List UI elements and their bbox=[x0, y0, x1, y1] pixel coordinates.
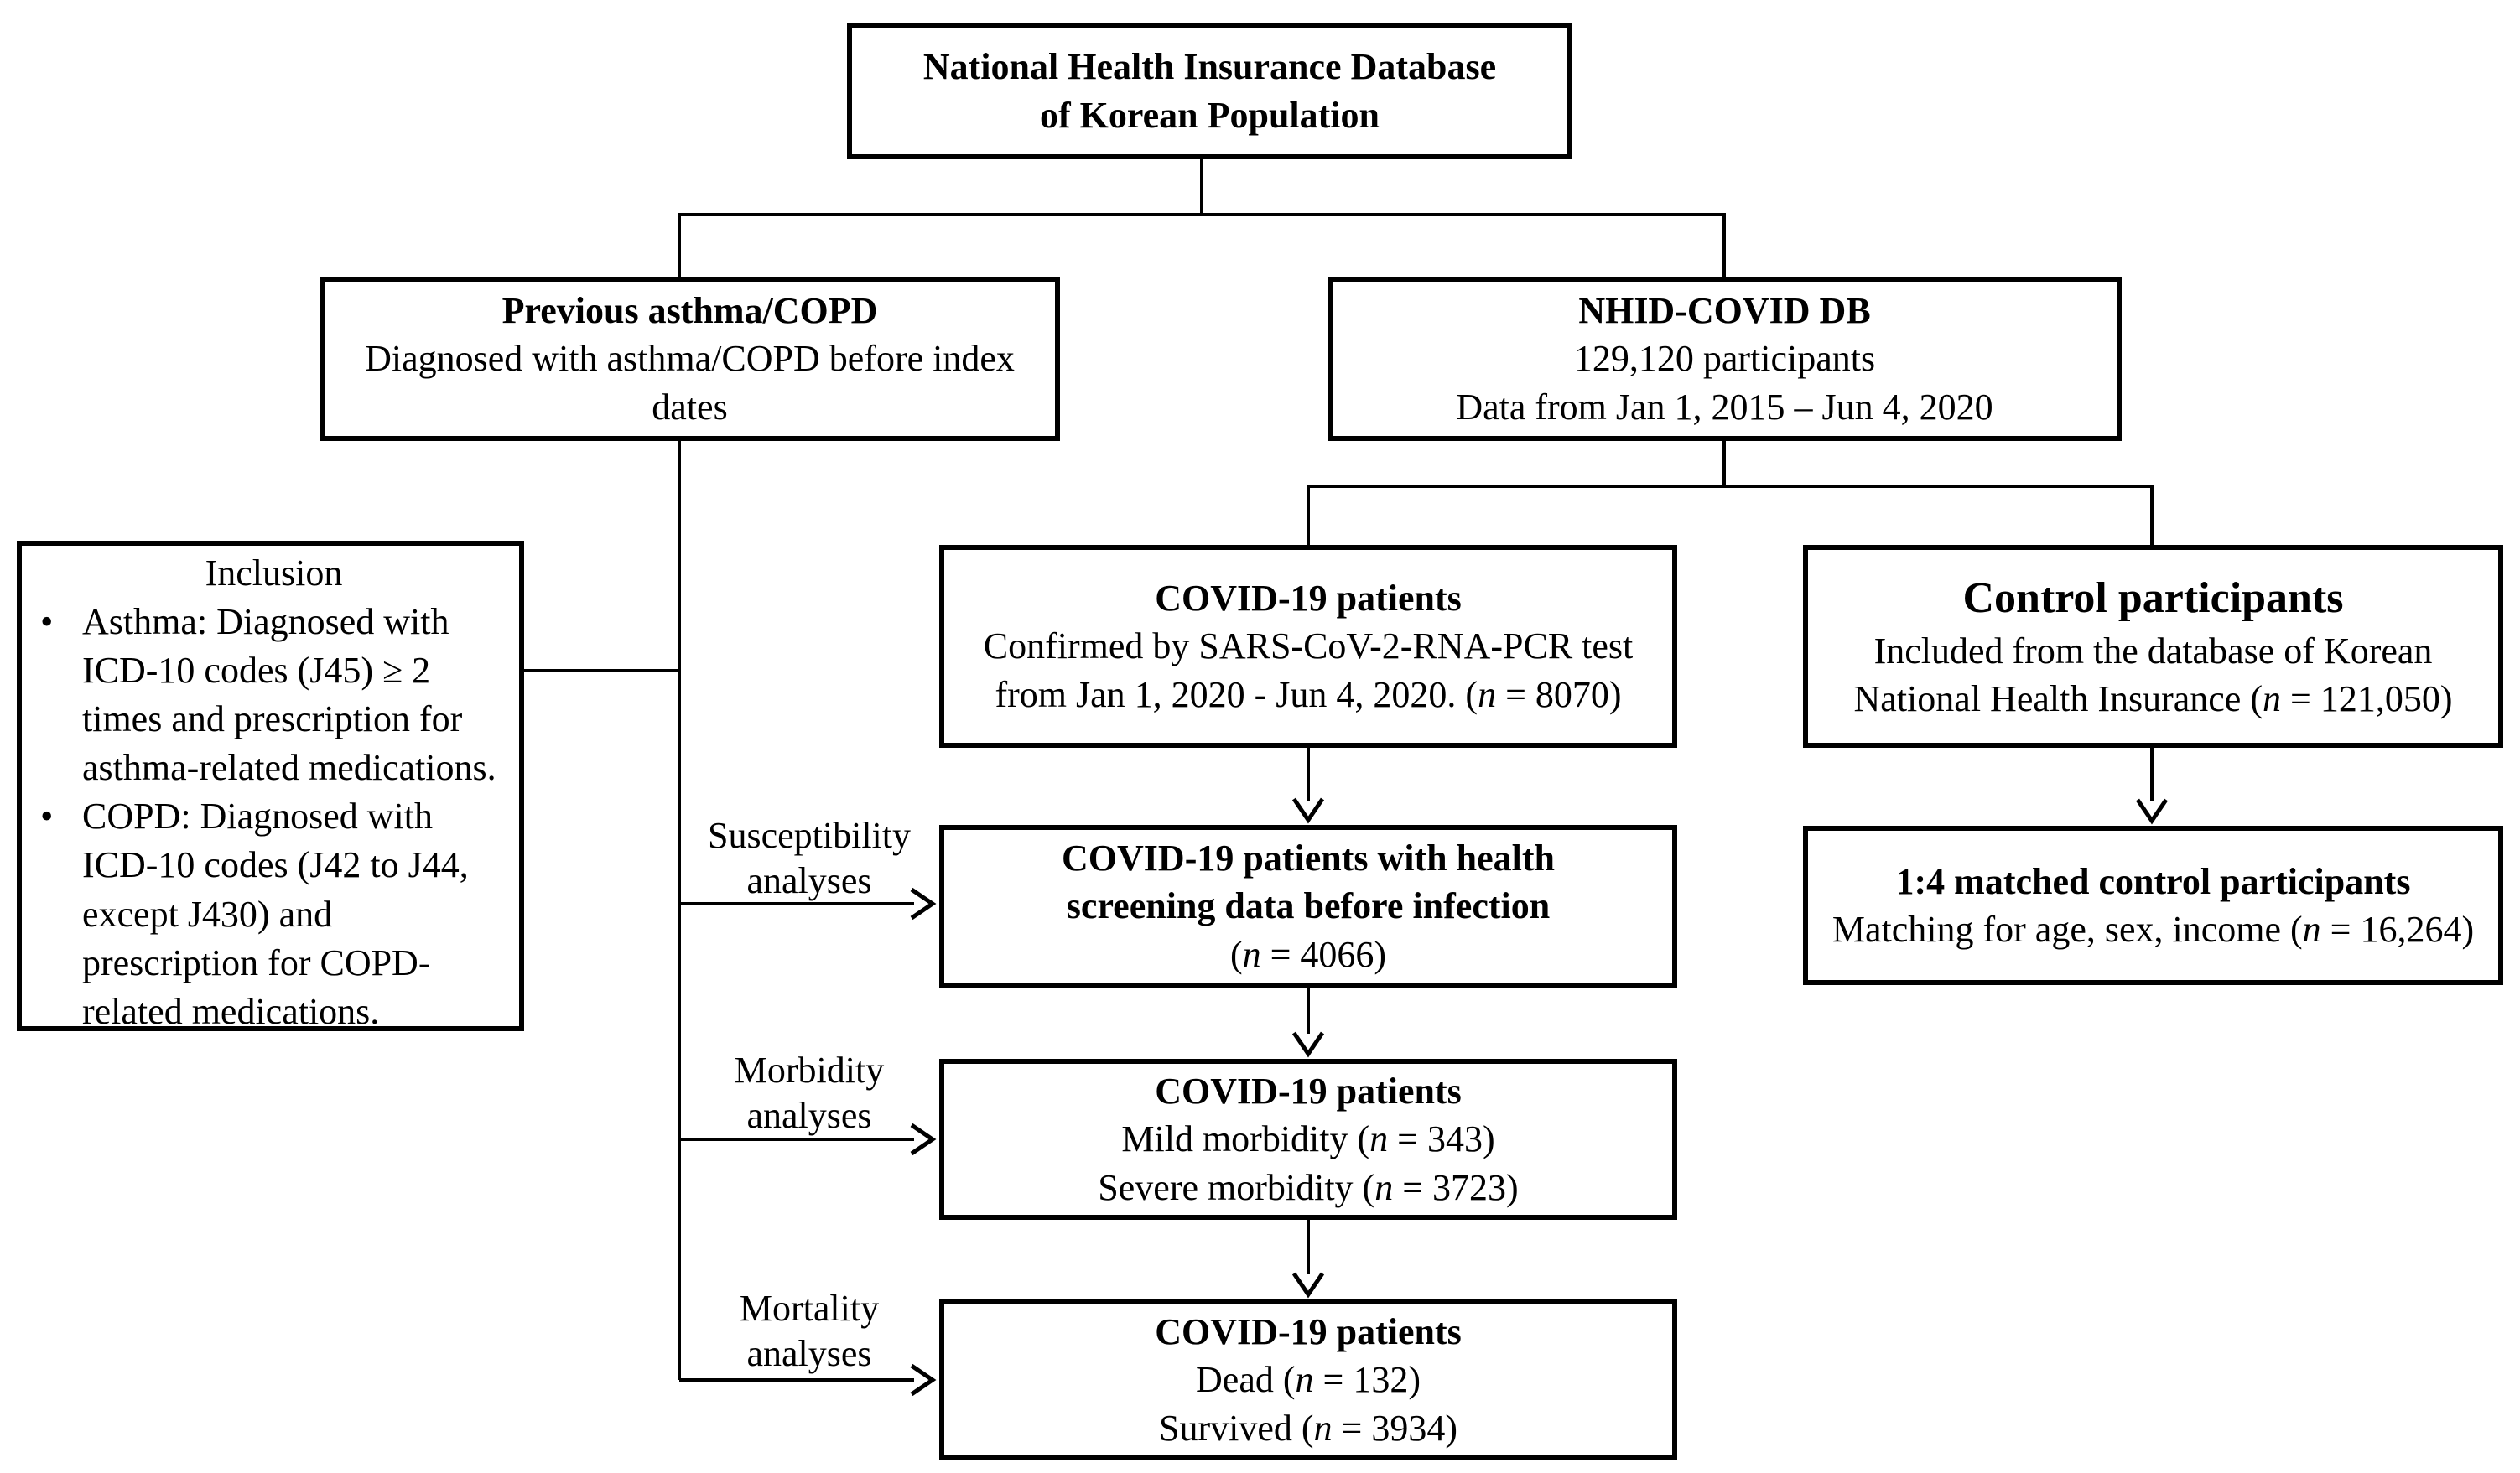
box-line: Dead (n = 132) bbox=[1196, 1359, 1421, 1401]
arrow-morbidity-arrowhead bbox=[910, 1123, 937, 1156]
box-matched-control-participants: 1:4 matched control participants Matchin… bbox=[1803, 826, 2503, 985]
box-line: dates bbox=[652, 386, 728, 428]
box-control-participants: Control participants Included from the d… bbox=[1803, 545, 2503, 748]
box-line: Included from the database of Korean bbox=[1873, 630, 2433, 672]
box-covid19-health-screening: COVID-19 patients with health screening … bbox=[939, 825, 1677, 988]
box-line: Confirmed by SARS-CoV-2-RNA-PCR test bbox=[983, 625, 1634, 667]
arrow-mortality-arrowhead bbox=[910, 1363, 937, 1397]
box-line: Matching for age, sex, income (n = 16,26… bbox=[1832, 909, 2475, 950]
label-mortality-analyses: Mortality analyses bbox=[692, 1286, 927, 1376]
label-line: Susceptibility bbox=[708, 815, 911, 856]
arrow-covid-to-screening-arrowhead bbox=[1291, 797, 1325, 824]
label-line: Mortality bbox=[739, 1288, 880, 1329]
box-covid19-mortality: COVID-19 patients Dead (n = 132) Survive… bbox=[939, 1299, 1677, 1460]
bullet-icon: • bbox=[40, 601, 54, 643]
box-covid19-patients: COVID-19 patients Confirmed by SARS-CoV-… bbox=[939, 545, 1677, 748]
box-line: National Health Insurance (n = 121,050) bbox=[1853, 677, 2453, 719]
arrow-morbidity-to-mortality-arrowhead bbox=[1291, 1272, 1325, 1299]
box-title: 1:4 matched control participants bbox=[1895, 860, 2411, 902]
box-title: COVID-19 patients bbox=[1155, 1311, 1462, 1353]
box-line: from Jan 1, 2020 - Jun 4, 2020. (n = 807… bbox=[995, 673, 1622, 715]
label-line: analyses bbox=[746, 1332, 872, 1374]
box-title-line: of Korean Population bbox=[1039, 94, 1380, 136]
inclusion-bullet-asthma: • Asthma: Diagnosed with ICD-10 codes (J… bbox=[40, 598, 507, 792]
arrow-control-to-matched-arrowhead bbox=[2135, 798, 2169, 825]
box-line: Diagnosed with asthma/COPD before index bbox=[365, 338, 1015, 380]
box-previous-asthma-copd: Previous asthma/COPD Diagnosed with asth… bbox=[320, 277, 1060, 441]
box-title-line: National Health Insurance Database bbox=[922, 46, 1497, 88]
box-line: Survived (n = 3934) bbox=[1159, 1407, 1457, 1449]
bullet-icon: • bbox=[40, 796, 54, 838]
box-title: NHID-COVID DB bbox=[1578, 290, 1871, 332]
box-title-line: COVID-19 patients with health bbox=[1062, 838, 1555, 879]
box-line: (n = 4066) bbox=[1229, 933, 1387, 975]
label-line: analyses bbox=[746, 859, 872, 901]
box-line: Mild morbidity (n = 343) bbox=[1121, 1118, 1495, 1160]
box-title-line: screening data before infection bbox=[1066, 885, 1551, 927]
label-susceptibility-analyses: Susceptibility analyses bbox=[683, 813, 935, 903]
box-title: COVID-19 patients bbox=[1155, 578, 1462, 620]
box-line: Data from Jan 1, 2015 – Jun 4, 2020 bbox=[1456, 386, 1993, 428]
arrow-screening-to-morbidity-arrowhead bbox=[1291, 1031, 1325, 1058]
box-covid19-morbidity: COVID-19 patients Mild morbidity (n = 34… bbox=[939, 1059, 1677, 1220]
box-line: Severe morbidity (n = 3723) bbox=[1098, 1166, 1519, 1208]
box-title: Previous asthma/COPD bbox=[501, 290, 878, 332]
arrow-susceptibility-arrowhead bbox=[910, 887, 937, 921]
label-line: analyses bbox=[746, 1094, 872, 1136]
box-title: Control participants bbox=[1962, 574, 2344, 623]
bullet-text: COPD: Diagnosed with ICD-10 codes (J42 t… bbox=[82, 796, 469, 1032]
box-title: COVID-19 patients bbox=[1155, 1071, 1462, 1113]
box-line: 129,120 participants bbox=[1573, 338, 1876, 380]
label-line: Morbidity bbox=[734, 1050, 885, 1091]
box-national-health-insurance-database: National Health Insurance Database of Ko… bbox=[847, 23, 1572, 159]
box-inclusion-criteria: Inclusion • Asthma: Diagnosed with ICD-1… bbox=[17, 541, 524, 1032]
box-title: Inclusion bbox=[205, 552, 343, 594]
box-nhid-covid-db: NHID-COVID DB 129,120 participants Data … bbox=[1328, 277, 2122, 441]
label-morbidity-analyses: Morbidity analyses bbox=[692, 1048, 927, 1138]
inclusion-bullet-copd: • COPD: Diagnosed with ICD-10 codes (J42… bbox=[40, 792, 507, 1035]
bullet-text: Asthma: Diagnosed with ICD-10 codes (J45… bbox=[82, 601, 496, 789]
